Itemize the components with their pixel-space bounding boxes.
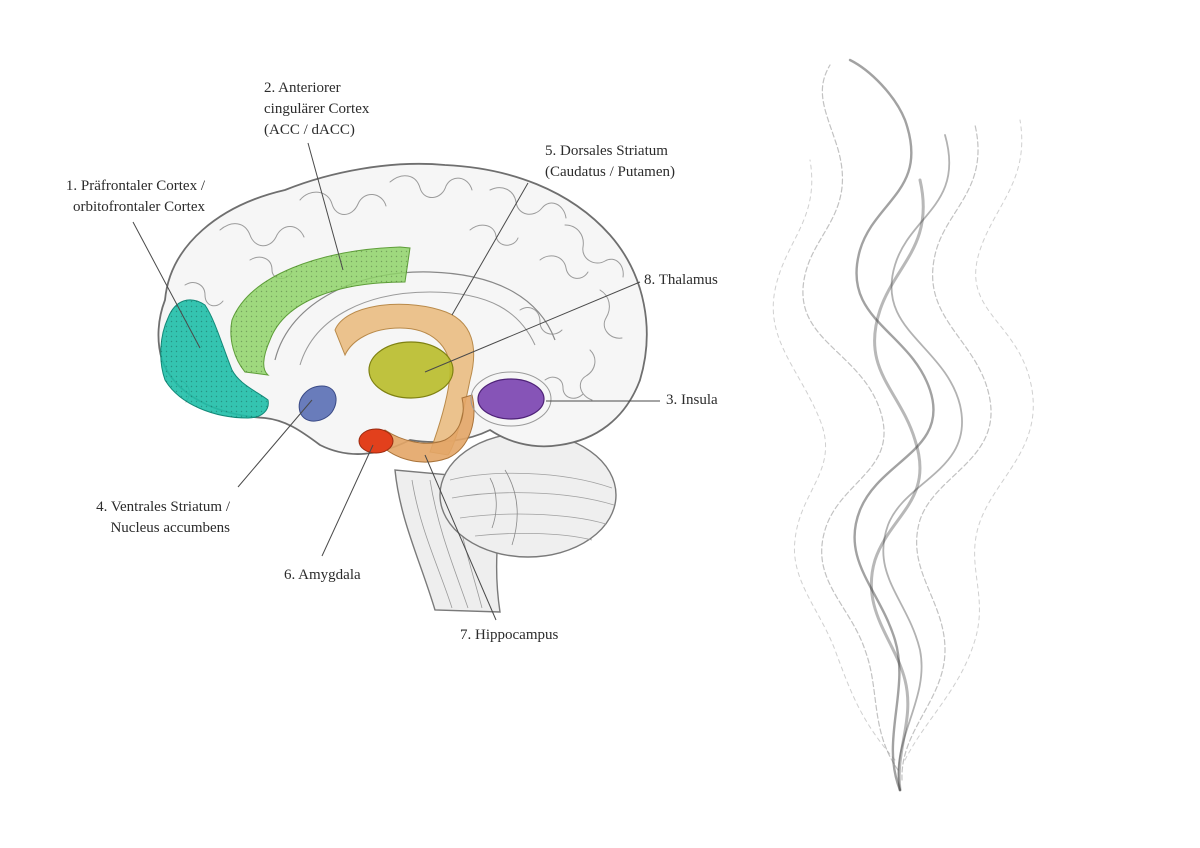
- label-hippocampus-line1: 7. Hippocampus: [460, 627, 559, 643]
- label-vs-line1: 4. Ventrales Striatum /: [96, 499, 230, 515]
- label-ds-line2: (Caudatus / Putamen): [545, 164, 675, 180]
- label-amygdala-line1: 6. Amygdala: [284, 567, 361, 583]
- leader-pfc: [132, 221, 201, 349]
- ventral-striatum-region: [298, 385, 337, 422]
- amygdala-region: [358, 428, 394, 454]
- smoke-icon: [772, 58, 1034, 792]
- label-acc-line3: (ACC / dACC): [264, 122, 355, 138]
- label-vs-line2: Nucleus accumbens: [110, 520, 230, 536]
- label-acc-line2: cingulärer Cortex: [264, 101, 370, 117]
- label-acc-line1: 2. Anteriorer: [264, 80, 341, 96]
- leader-lines: [132, 142, 660, 621]
- label-dorsal-striatum: 5. Dorsales Striatum (Caudatus / Putamen…: [545, 141, 675, 183]
- label-anterior-cingulate: 2. Anteriorer cingulärer Cortex (ACC / d…: [264, 78, 369, 141]
- label-thalamus-line1: 8. Thalamus: [644, 272, 718, 288]
- leader-dorsal-striatum: [451, 182, 529, 316]
- label-pfc-line2: orbitofrontaler Cortex: [72, 199, 205, 215]
- hippocampus-region: [377, 394, 475, 463]
- label-prefrontal-cortex: 1. Präfrontaler Cortex / orbitofrontaler…: [40, 176, 205, 218]
- label-insula-line1: 3. Insula: [666, 392, 718, 408]
- label-thalamus: 8. Thalamus: [644, 270, 718, 291]
- label-ds-line1: 5. Dorsales Striatum: [545, 143, 668, 159]
- leader-thalamus: [424, 281, 641, 373]
- insula-region: [477, 378, 545, 420]
- label-ventral-striatum: 4. Ventrales Striatum / Nucleus accumben…: [60, 497, 230, 539]
- thalamus-region: [368, 341, 454, 399]
- leader-amygdala: [321, 444, 374, 557]
- label-insula: 3. Insula: [666, 390, 718, 411]
- label-amygdala: 6. Amygdala: [284, 565, 361, 586]
- leader-hippocampus: [424, 454, 497, 621]
- label-pfc-line1: 1. Präfrontaler Cortex /: [65, 178, 205, 194]
- leader-ventral-striatum: [237, 399, 313, 488]
- brain-icon: [157, 162, 648, 613]
- leader-acc: [307, 142, 344, 271]
- label-hippocampus: 7. Hippocampus: [460, 625, 558, 646]
- cerebellum: [439, 432, 617, 558]
